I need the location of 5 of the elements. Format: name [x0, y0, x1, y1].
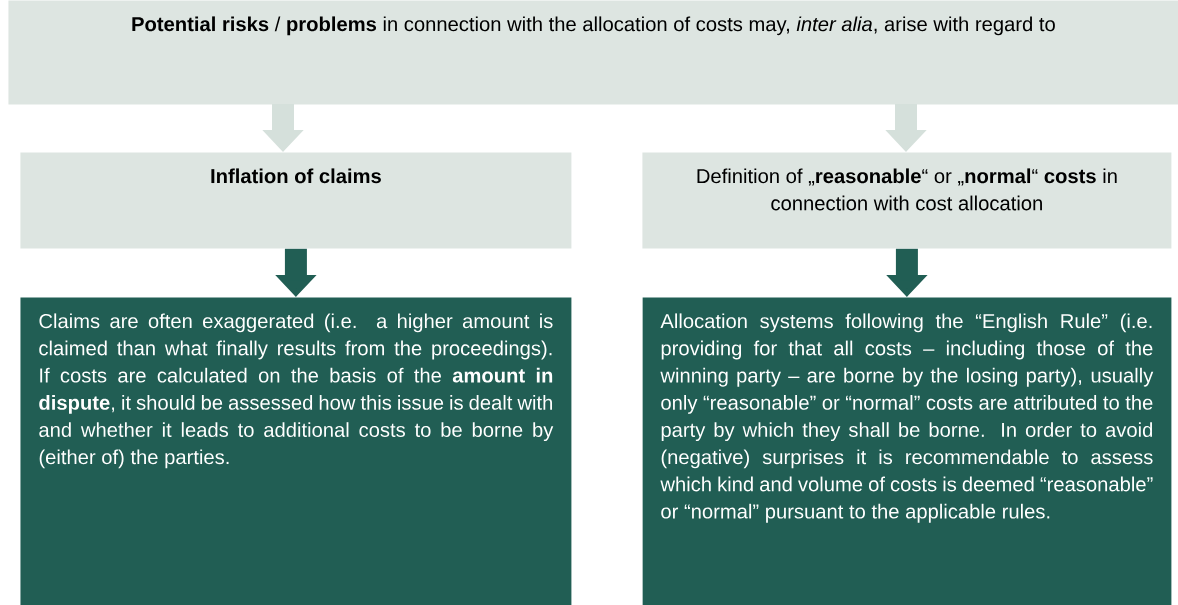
topic-box: Definition of „reasonable“ or „normal“ costs in connection with cost allocation: [642, 152, 1172, 249]
description-box: Allocation systems following the “English Rule” (i.e. providing for that all costs – including those of the winning party – are borne by the losing party), usually only “reasonable” or “normal” costs are attributed to the party by which they shall be borne. In order to avoid (negative) surprises it is recommendable to assess which kind and volume of costs is deemed “reasonable” or “normal” pursuant to the applicable rules.: [642, 297, 1172, 605]
description-box: Claims are often exaggerated (i.e. a higher amount is claimed than what finally results from the proceedings). If costs are calculated on the basis of the amount in dispute, it should be assessed how this issue is dealt with and whether it leads to additional costs to be borne by (either of) the parties.: [20, 297, 572, 605]
topic-box: Inflation of claims: [20, 152, 572, 249]
heading-box: Potential risks / problems in connection with the allocation of costs may, inter alia, arise with regard to: [8, 0, 1178, 105]
